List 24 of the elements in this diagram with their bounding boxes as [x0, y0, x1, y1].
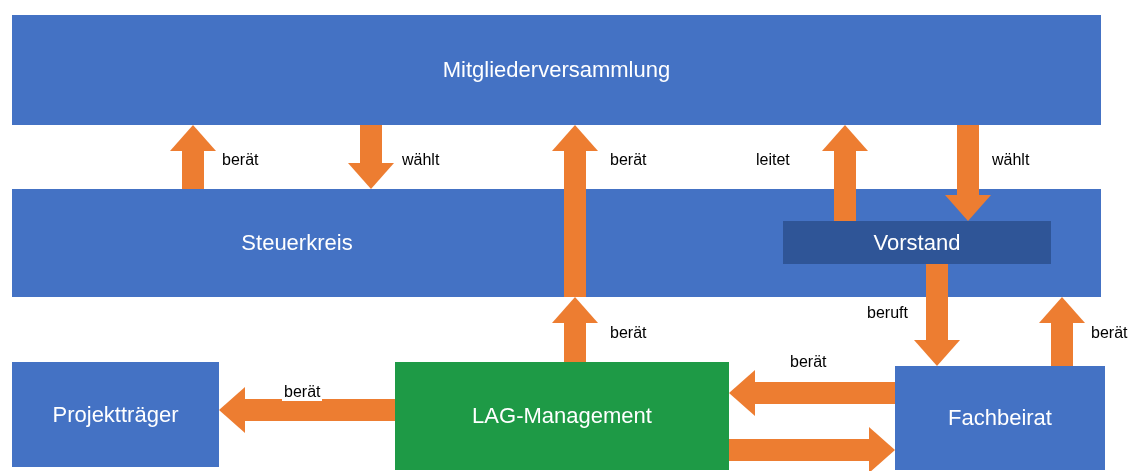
node-label: Steuerkreis [240, 229, 354, 257]
process-box [12, 15, 1101, 125]
node-label: LAG-Management [471, 402, 653, 430]
node-label: Fachbeirat [947, 404, 1053, 432]
process-box [895, 366, 1105, 470]
arrow [822, 125, 868, 221]
process-box [12, 189, 1101, 297]
arrow [219, 387, 395, 433]
arrow [552, 125, 598, 297]
edge-label: berät [282, 383, 323, 401]
arrow [170, 125, 216, 189]
arrow [1039, 297, 1085, 366]
node-label: Mitgliederversammlung [441, 56, 672, 84]
arrow [552, 297, 598, 362]
node-label: Vorstand [872, 228, 962, 257]
node-label: Projektträger [51, 400, 180, 429]
process-box [12, 362, 219, 467]
arrow [945, 125, 991, 221]
arrow [729, 427, 895, 471]
process-box [395, 362, 729, 470]
arrow [348, 125, 394, 189]
arrow [729, 370, 895, 416]
arrow [914, 264, 960, 366]
process-box [783, 221, 1051, 264]
